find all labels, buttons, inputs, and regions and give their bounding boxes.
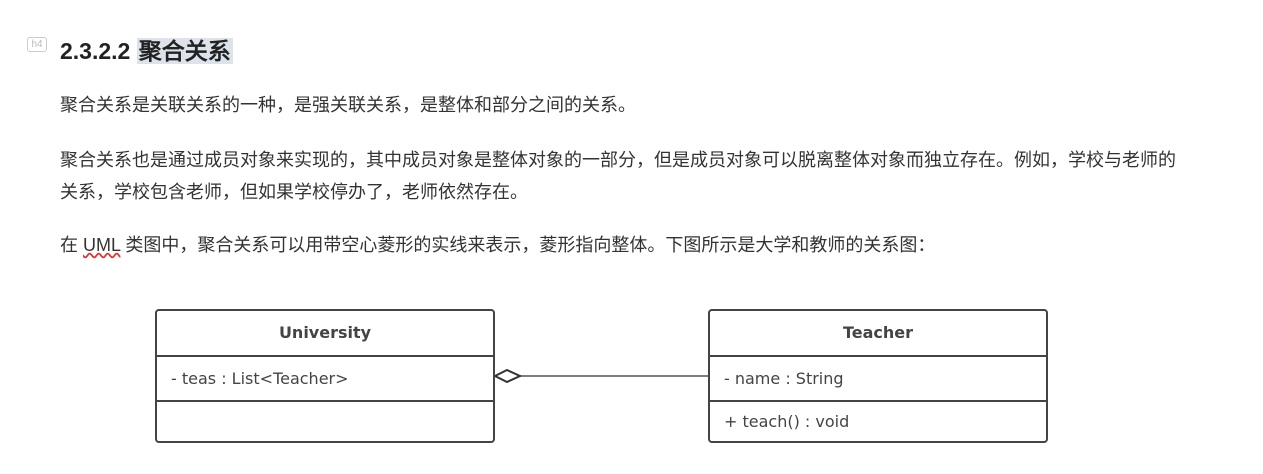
class-name: University: [157, 311, 493, 357]
class-name: Teacher: [710, 311, 1046, 357]
paragraph-3: 在 UML 类图中，聚合关系可以用带空心菱形的实线来表示，菱形指向整体。下图所示…: [60, 229, 1180, 261]
p3-text: 在: [60, 235, 84, 255]
section-heading: 2.3.2.2 聚合关系: [60, 32, 233, 66]
class-methods: [157, 402, 493, 441]
class-attribute: - teas : List<Teacher>: [157, 357, 493, 402]
uml-class-university: University - teas : List<Teacher>: [155, 309, 495, 443]
p3-text-rest: 类图中，聚合关系可以用带空心菱形的实线来表示，菱形指向整体。下图所示是大学和教师…: [120, 235, 936, 255]
paragraph-2: 聚合关系也是通过成员对象来实现的，其中成员对象是整体对象的一部分，但是成员对象可…: [60, 150, 1176, 202]
uml-class-teacher: Teacher - name : String + teach() : void: [708, 309, 1048, 443]
hollow-diamond-icon: [492, 368, 523, 384]
heading-level-icon: h4: [27, 37, 47, 52]
class-method: + teach() : void: [724, 412, 850, 431]
heading-number: 2.3.2.2: [60, 38, 131, 64]
heading-title-selected[interactable]: 聚合关系: [136, 38, 233, 64]
paragraph-1: 聚合关系是关联关系的一种，是强关联关系，是整体和部分之间的关系。: [60, 95, 636, 115]
class-attribute: - name : String: [710, 357, 1046, 402]
spellcheck-word: UML: [83, 235, 121, 255]
